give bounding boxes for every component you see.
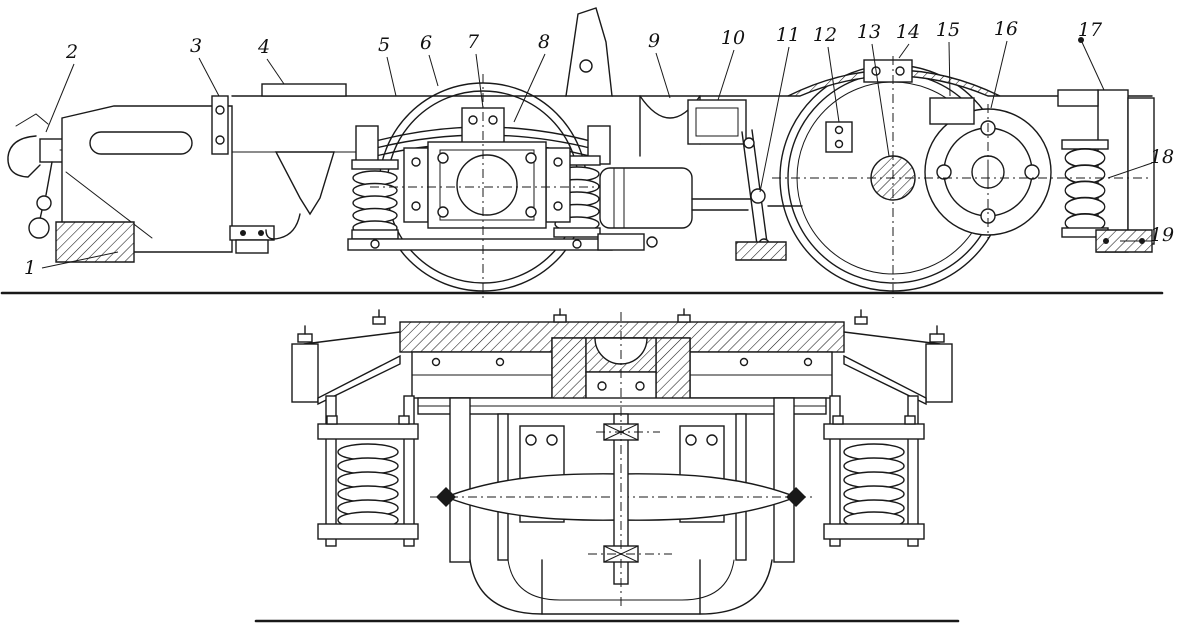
callout-leader-11 — [759, 46, 790, 193]
callout-leader-17 — [1080, 39, 1105, 91]
callout-leader-4 — [266, 58, 285, 85]
guard-seat — [863, 59, 913, 83]
callout-19: 19 — [1150, 224, 1174, 246]
coil-spring-left — [351, 159, 399, 240]
callout-14: 14 — [896, 21, 920, 43]
callout-18: 18 — [1150, 146, 1174, 168]
callout-leader-5 — [386, 56, 397, 97]
callout-leader-15 — [948, 41, 951, 97]
callout-leader-9 — [655, 52, 671, 99]
callout-2: 2 — [65, 41, 78, 63]
brake-hardware — [597, 233, 658, 251]
callout-leader-16 — [990, 40, 1008, 109]
callout-6: 6 — [420, 32, 432, 54]
spring-plank — [417, 397, 827, 415]
callout-15: 15 — [936, 19, 960, 41]
motor-bracket — [929, 97, 975, 125]
side-view — [0, 7, 1164, 298]
frame-pad — [261, 83, 347, 97]
callout-leader-2 — [45, 63, 75, 133]
callout-8: 8 — [538, 31, 550, 53]
coupler-chain-ball — [28, 217, 50, 239]
callout-leader-18 — [1107, 162, 1153, 179]
center-pivot — [551, 337, 691, 401]
callout-3: 3 — [190, 35, 202, 57]
callout-leader-6 — [428, 54, 439, 87]
callout-10: 10 — [721, 27, 745, 49]
callout-9: 9 — [648, 30, 660, 52]
callout-11: 11 — [776, 24, 800, 46]
callout-leader-13 — [871, 43, 890, 157]
callout-leader-12 — [827, 46, 840, 123]
front-view — [254, 308, 960, 623]
callout-leader-14 — [898, 43, 910, 59]
frame-middle — [639, 95, 747, 157]
brake-lever — [691, 129, 803, 261]
step-board — [55, 221, 135, 263]
uncoupling-rod-bracket — [211, 95, 229, 155]
callout-16: 16 — [994, 18, 1018, 40]
callout-leader-8 — [513, 53, 546, 123]
callout-7: 7 — [467, 31, 480, 53]
callout-leader-7 — [475, 53, 484, 109]
equalizer-beam — [347, 238, 613, 251]
callout-1: 1 — [24, 257, 36, 279]
callout-4: 4 — [257, 36, 270, 58]
front-spring-right — [823, 395, 925, 547]
callout-17: 17 — [1078, 19, 1103, 41]
left-end-frame — [55, 95, 275, 263]
centerlines-front — [588, 312, 672, 610]
right-wing — [843, 325, 953, 406]
centerlines-side — [370, 56, 1150, 298]
callout-leader-3 — [198, 57, 220, 97]
gear-disc — [924, 108, 1052, 236]
axlebox-assembly — [403, 141, 571, 229]
callout-leader-1 — [41, 251, 119, 269]
brake-cylinder — [599, 167, 693, 229]
callout-5: 5 — [378, 34, 390, 56]
front-spring-left — [317, 395, 419, 547]
sander-bracket — [825, 121, 853, 153]
left-wing — [291, 325, 401, 406]
wheel-guard — [787, 59, 1001, 97]
callout-13: 13 — [857, 21, 881, 43]
sand-hopper — [274, 151, 335, 216]
beam-bolts — [372, 308, 868, 325]
main-frame — [231, 7, 1153, 240]
frame-slot — [89, 131, 193, 155]
callout-dot-17 — [1078, 37, 1084, 43]
axle-end-cap — [456, 154, 518, 216]
rear-end-frame — [1057, 89, 1155, 253]
callout-leader-10 — [717, 49, 735, 101]
center-mast — [565, 7, 613, 97]
callout-12: 12 — [813, 24, 837, 46]
